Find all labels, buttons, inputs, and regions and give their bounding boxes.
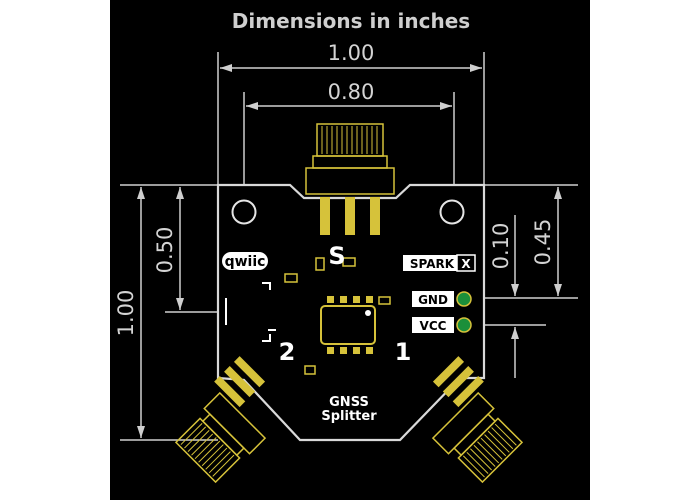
pin-gnd: GND	[412, 291, 472, 307]
mounting-hole-right	[439, 199, 465, 225]
board-name-line2: Splitter	[321, 409, 377, 424]
mounting-hole-left	[231, 199, 257, 225]
dimension-width-inner: 0.80	[328, 80, 375, 104]
dimension-lines	[120, 52, 578, 441]
dimension-right-small: 0.10	[489, 223, 513, 270]
dimension-arrows	[137, 64, 562, 438]
dimension-right-large: 0.45	[531, 219, 555, 266]
drawing-title: Dimensions in inches	[232, 9, 470, 33]
dimension-height-left: 1.00	[114, 290, 138, 337]
svg-text:GND: GND	[418, 293, 448, 307]
svg-text:VCC: VCC	[420, 319, 447, 333]
splitter-ic	[320, 296, 376, 354]
sma-connector-port-1	[431, 356, 524, 484]
small-components	[284, 257, 391, 375]
port-2-label: 2	[279, 338, 296, 366]
port-s-label: S	[328, 242, 345, 270]
dimension-height-mid: 0.50	[153, 227, 177, 274]
board-outline	[216, 183, 486, 442]
pads-top-connector	[320, 197, 380, 235]
dimension-width-outer: 1.00	[328, 41, 375, 65]
port-1-label: 1	[395, 338, 412, 366]
qwiic-logo: qwiic	[222, 252, 268, 270]
svg-text:SPARK: SPARK	[410, 257, 455, 271]
svg-text:X: X	[461, 257, 471, 271]
board-name-line1: GNSS	[329, 395, 369, 410]
silkscreen-marks	[225, 282, 276, 342]
sma-connector-top	[305, 123, 395, 195]
sma-connector-port-2	[174, 356, 267, 484]
pin-vcc: VCC	[412, 317, 472, 333]
sparkx-logo: SPARK X	[403, 254, 476, 272]
svg-text:qwiic: qwiic	[225, 254, 266, 270]
